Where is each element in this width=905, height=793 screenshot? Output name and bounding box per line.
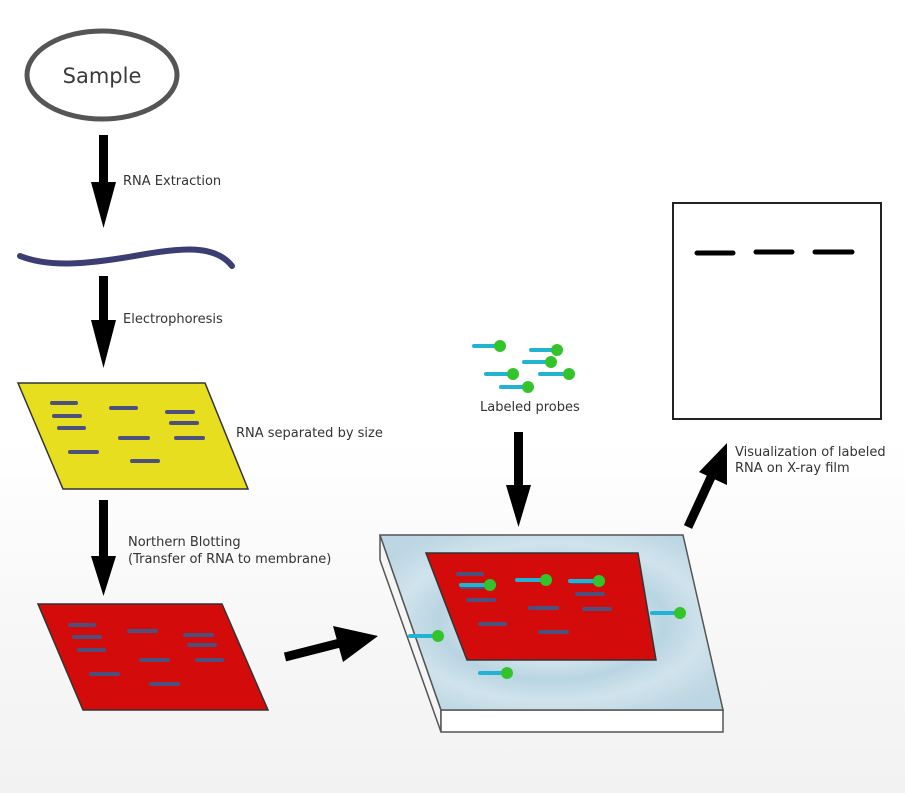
labeled-probes-label: Labeled probes — [480, 400, 580, 415]
gel-slab — [16, 382, 250, 490]
arrow-northern-blotting — [91, 500, 116, 596]
xray-film — [672, 202, 882, 420]
membrane-in-tray — [424, 552, 657, 661]
northern-blotting-label: Northern Blotting — [128, 535, 241, 550]
northern-blotting-sublabel: (Transfer of RNA to membrane) — [128, 552, 331, 567]
labeled-probes-cluster — [472, 340, 575, 393]
sample-node: Sample — [24, 28, 180, 122]
arrow-electrophoresis — [91, 276, 116, 368]
arrow-to-hybridization — [283, 626, 378, 662]
rna-extraction-label: RNA Extraction — [123, 174, 221, 189]
bound-probes — [408, 574, 686, 679]
membrane-left — [36, 603, 270, 711]
rna-separated-label: RNA separated by size — [236, 426, 383, 441]
visualization-sublabel: RNA on X-ray film — [735, 461, 850, 476]
film-bands — [694, 249, 855, 256]
electrophoresis-label: Electrophoresis — [123, 312, 223, 327]
sample-label: Sample — [63, 64, 142, 88]
membrane-left-bands — [68, 623, 224, 686]
rna-strand — [17, 246, 235, 269]
arrow-rna-extraction — [91, 135, 116, 228]
arrow-to-film — [683, 443, 727, 529]
arrow-probes-down — [506, 432, 531, 527]
visualization-label: Visualization of labeled — [735, 445, 886, 460]
gel-bands — [50, 401, 205, 463]
